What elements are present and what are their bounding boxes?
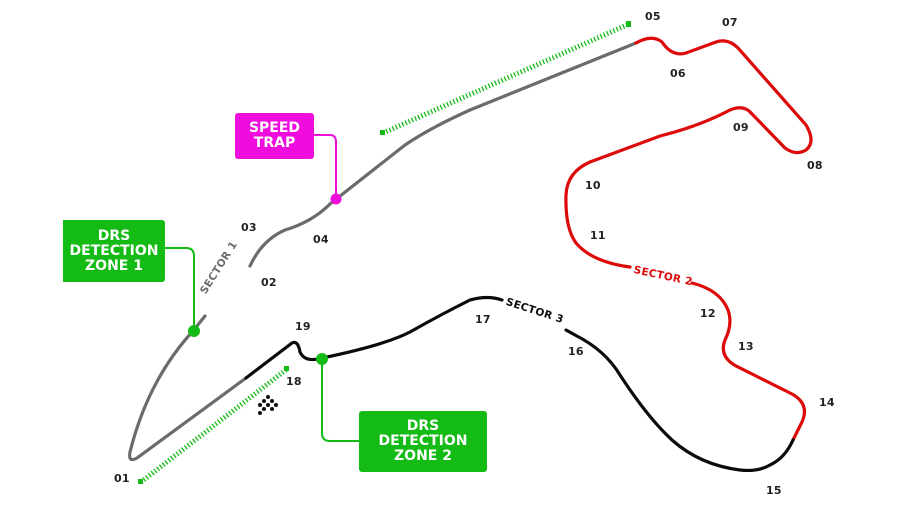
turn-06-label: 06 — [670, 67, 686, 80]
track-sector-1 — [128, 314, 248, 462]
turn-18-label: 18 — [286, 375, 302, 388]
drs1-line3: ZONE 1 — [85, 257, 143, 274]
turn-07-label: 07 — [722, 16, 738, 29]
drs-zone-1-start-marker — [380, 130, 385, 135]
speed-trap-line1: SPEED — [248, 120, 301, 136]
turn-05-label: 05 — [645, 10, 661, 23]
turn-16-label: 16 — [568, 345, 584, 358]
drs2-line2: DETECTION — [378, 433, 468, 449]
drs-detection-1-marker — [188, 325, 200, 337]
turn-17-label: 17 — [475, 313, 491, 326]
turn-12-label: 12 — [700, 307, 716, 320]
drs-zone-2-main-straight — [139, 367, 289, 484]
track-sector-3 — [564, 328, 795, 473]
track-sector-2-lower — [690, 281, 806, 442]
checkered-flag-icon — [258, 395, 278, 415]
turn-04-label: 04 — [313, 233, 329, 246]
drs2-line1: DRS — [406, 418, 440, 434]
speed-trap-line2: TRAP — [253, 135, 296, 151]
drs-detection-zone-2-callout: DRS DETECTION ZONE 2 — [359, 411, 487, 472]
drs-zone-1-kemmel — [381, 21, 631, 136]
turn-08-label: 08 — [807, 159, 823, 172]
drs-zone-2-end-marker — [284, 366, 289, 371]
track-sector-3-b — [244, 295, 504, 380]
drs-zone-1-end-marker — [626, 21, 631, 27]
turn-02-label: 02 — [261, 276, 277, 289]
speed-trap-marker — [330, 193, 342, 205]
turn-03-label: 03 — [241, 221, 257, 234]
drs1-line2: DETECTION — [69, 242, 159, 259]
turn-19-label: 19 — [295, 320, 311, 333]
turn-10-label: 10 — [585, 179, 601, 192]
turn-15-label: 15 — [766, 484, 782, 497]
turn-01-label: 01 — [114, 472, 130, 485]
drs1-line1: DRS — [97, 227, 131, 244]
track-sector-1-upper — [248, 41, 638, 268]
drs-detection-zone-1-callout: DRS DETECTION ZONE 1 — [63, 220, 165, 282]
speed-trap-connector — [314, 134, 337, 199]
drs-detection-1-connector — [165, 247, 195, 331]
turn-09-label: 09 — [733, 121, 749, 134]
drs-detection-2-marker — [316, 353, 328, 365]
turn-14-label: 14 — [819, 396, 835, 409]
turn-13-label: 13 — [738, 340, 754, 353]
drs2-line3: ZONE 2 — [394, 448, 452, 464]
drs-detection-2-connector — [321, 359, 360, 442]
speed-trap-callout: SPEED TRAP — [235, 113, 314, 159]
drs-zone-2-start-marker — [138, 479, 143, 484]
turn-11-label: 11 — [590, 229, 606, 242]
track-sector-2 — [564, 36, 813, 269]
